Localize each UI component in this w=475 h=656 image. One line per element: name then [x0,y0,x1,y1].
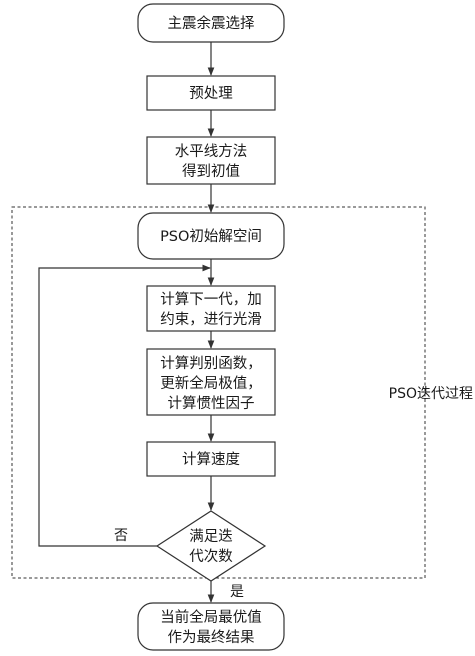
node-compute-next-box [146,285,276,332]
node-compute-eval-line-1: 计算判别函数， [160,355,262,372]
node-decision-line-1: 满足迭 [189,528,233,545]
node-compute-velocity-line-1: 计算速度 [182,451,240,468]
node-compute-eval-line-3: 计算惯性因子 [168,395,255,412]
node-compute-next-text: 计算下一代，加 约束，进行光滑 [160,291,262,328]
node-decision-text: 满足迭 代次数 [189,528,233,565]
pso-iteration-group [11,206,426,579]
node-horizontal-line-2: 得到初值 [182,163,240,180]
group-label: PSO迭代过程 [389,386,473,402]
node-pso-init-text: PSO初始解空间 [160,228,262,245]
node-compute-next-line-1: 计算下一代，加 [160,291,262,308]
node-compute-eval-box [146,348,276,416]
node-horizontal-text: 水平线方法 得到初值 [175,143,248,180]
node-preprocess-box [146,75,276,111]
node-compute-next-line-2: 约束，进行光滑 [160,311,262,328]
node-decision-line-2: 代次数 [189,548,233,565]
node-pso-init-line-1: PSO初始解空间 [160,228,262,245]
node-horizontal-line-1: 水平线方法 [175,143,248,160]
node-compute-eval-text: 计算判别函数， 更新全局极值， 计算惯性因子 [160,355,262,412]
node-compute-eval-line-2: 更新全局极值， [160,374,262,392]
node-start-text: 主震余震选择 [168,14,255,32]
edge-label-yes: 是 [230,584,244,600]
node-end-text: 当前全局最优值 作为最终结果 [160,608,262,646]
node-compute-velocity-text: 计算速度 [182,451,240,468]
node-end-line-2: 作为最终结果 [168,629,255,646]
node-preprocess-line-1: 预处理 [189,85,233,102]
node-compute-velocity-box [146,441,276,477]
node-decision-diamond [155,510,267,582]
node-start-line-1: 主震余震选择 [168,14,255,32]
node-preprocess-text: 预处理 [189,85,233,102]
edge-label-no: 否 [114,528,128,544]
edge-decision-loop-no [38,264,211,547]
node-end-box [137,602,285,651]
node-end-line-1: 当前全局最优值 [160,608,262,626]
